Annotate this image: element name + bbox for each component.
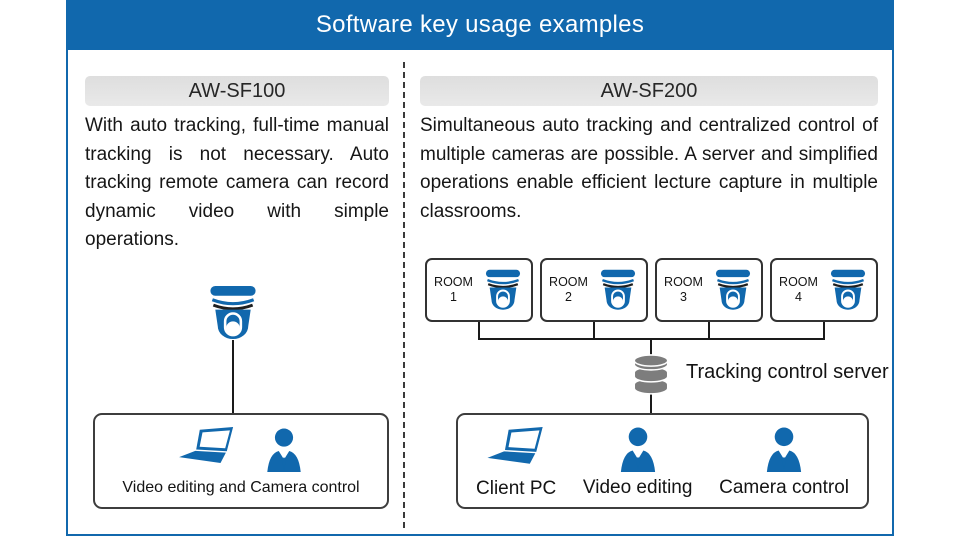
person-icon — [762, 427, 806, 472]
title-banner: Software key usage examples — [66, 0, 894, 50]
room-name-text: ROOM — [434, 275, 473, 289]
room-number: 2 — [565, 290, 572, 304]
room-name: ROOM 1 — [434, 275, 473, 305]
video-editing-label: Video editing — [582, 477, 693, 498]
laptop-icon — [484, 427, 548, 473]
room-box-1: ROOM 1 — [425, 258, 533, 322]
model-header-aw-sf200: AW-SF200 — [420, 76, 878, 106]
room-box-4: ROOM 4 — [770, 258, 878, 322]
person-icon — [263, 428, 305, 472]
room-name: ROOM 4 — [779, 275, 818, 305]
client-pc-group: Client PC — [476, 427, 556, 500]
ptz-camera-icon — [482, 269, 524, 312]
column-divider — [403, 62, 405, 528]
model-name-aw-sf100: AW-SF100 — [188, 79, 286, 102]
person-icon — [616, 427, 660, 472]
server-label: Tracking control server — [686, 361, 889, 383]
figure-title: Software key usage examples — [315, 11, 645, 38]
ptz-camera-icon — [712, 269, 754, 312]
video-editing-group: Video editing — [582, 427, 693, 499]
model-description-aw-sf100: With auto tracking, full-time manual tra… — [85, 115, 389, 250]
room-box-2: ROOM 2 — [540, 258, 648, 322]
room-number: 1 — [450, 290, 457, 304]
room-name: ROOM 2 — [549, 275, 588, 305]
room-name-text: ROOM — [664, 275, 703, 289]
room-number: 4 — [795, 290, 802, 304]
connector-line — [478, 322, 480, 340]
database-server-icon — [631, 351, 671, 395]
camera-control-label: Camera control — [719, 477, 849, 498]
workstation-icons — [177, 424, 305, 472]
ptz-camera-icon — [827, 269, 869, 312]
model-header-aw-sf100: AW-SF100 — [85, 76, 389, 106]
ptz-camera-icon — [205, 285, 261, 342]
ptz-camera-icon — [597, 269, 639, 312]
connector-line — [823, 322, 825, 340]
connector-line — [593, 322, 595, 340]
control-room-box: Client PC Video editing Camera control — [456, 413, 869, 509]
model-description-aw-sf200: Simultaneous auto tracking and centraliz… — [420, 115, 878, 222]
room-box-3: ROOM 3 — [655, 258, 763, 322]
workstation-label: Video editing and Camera control — [122, 479, 360, 496]
room-name-text: ROOM — [779, 275, 818, 289]
client-pc-label: Client PC — [476, 477, 557, 499]
laptop-icon — [177, 427, 237, 472]
camera-control-group: Camera control — [719, 427, 849, 499]
workstation-box: Video editing and Camera control — [93, 413, 389, 509]
model-name-aw-sf200: AW-SF200 — [600, 79, 698, 102]
room-name: ROOM 3 — [664, 275, 703, 305]
connector-line — [708, 322, 710, 340]
connector-line — [232, 340, 234, 413]
room-name-text: ROOM — [549, 275, 588, 289]
room-number: 3 — [680, 290, 687, 304]
